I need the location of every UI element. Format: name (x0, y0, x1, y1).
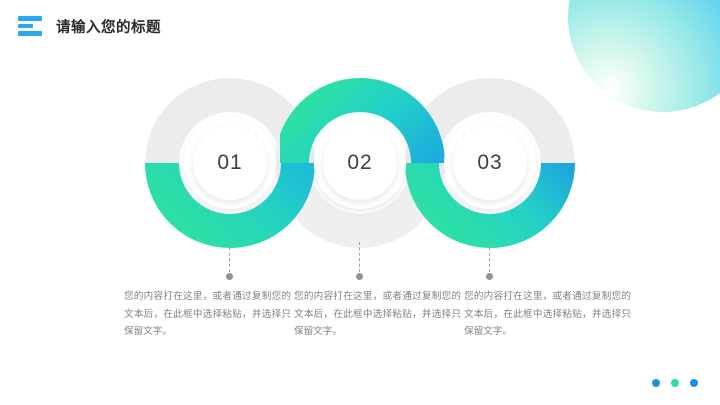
caption-row: 您的内容打在这里，或者通过复制您的文本后，在此框中选择粘贴，并选择只保留文字。 … (0, 288, 720, 341)
hamburger-menu-icon[interactable] (18, 16, 42, 36)
connector-line-1 (226, 242, 234, 280)
page-title: 请输入您的标题 (56, 19, 161, 36)
connector-dash-2 (359, 242, 360, 272)
connector-dash-3 (489, 242, 490, 272)
step-caption-1: 您的内容打在这里，或者通过复制您的文本后，在此框中选择粘贴，并选择只保留文字。 (124, 291, 291, 338)
step-number-circle-1[interactable]: 01 (193, 126, 267, 200)
connector-dash-1 (229, 242, 230, 272)
s-curve-infographic: 01 02 03 (0, 78, 720, 258)
header-bar: 请输入您的标题 (0, 0, 720, 52)
menu-icon-bar-1 (18, 16, 42, 21)
dot-green[interactable] (671, 379, 679, 387)
menu-icon-bar-3 (18, 31, 42, 36)
ribbon-arc-1 (145, 163, 315, 248)
step-number-circle-3[interactable]: 03 (453, 126, 527, 200)
step-caption-2: 您的内容打在这里，或者通过复制您的文本后，在此框中选择粘贴，并选择只保留文字。 (294, 291, 461, 338)
step-caption-3: 您的内容打在这里，或者通过复制您的文本后，在此框中选择粘贴，并选择只保留文字。 (464, 291, 631, 338)
menu-icon-bar-2 (18, 23, 33, 29)
connector-dot-1 (226, 273, 234, 280)
connector-line-3 (486, 242, 494, 280)
connector-dot-3 (486, 273, 494, 280)
ribbon-arc-3 (405, 163, 575, 248)
footer-dot-indicators (652, 379, 698, 387)
ribbon-arc-2 (280, 78, 445, 163)
step-number-circle-2[interactable]: 02 (323, 126, 397, 200)
connector-dot-2 (356, 273, 364, 280)
connector-line-2 (356, 242, 364, 280)
dot-blue-2[interactable] (690, 379, 698, 387)
dot-blue-1[interactable] (652, 379, 660, 387)
